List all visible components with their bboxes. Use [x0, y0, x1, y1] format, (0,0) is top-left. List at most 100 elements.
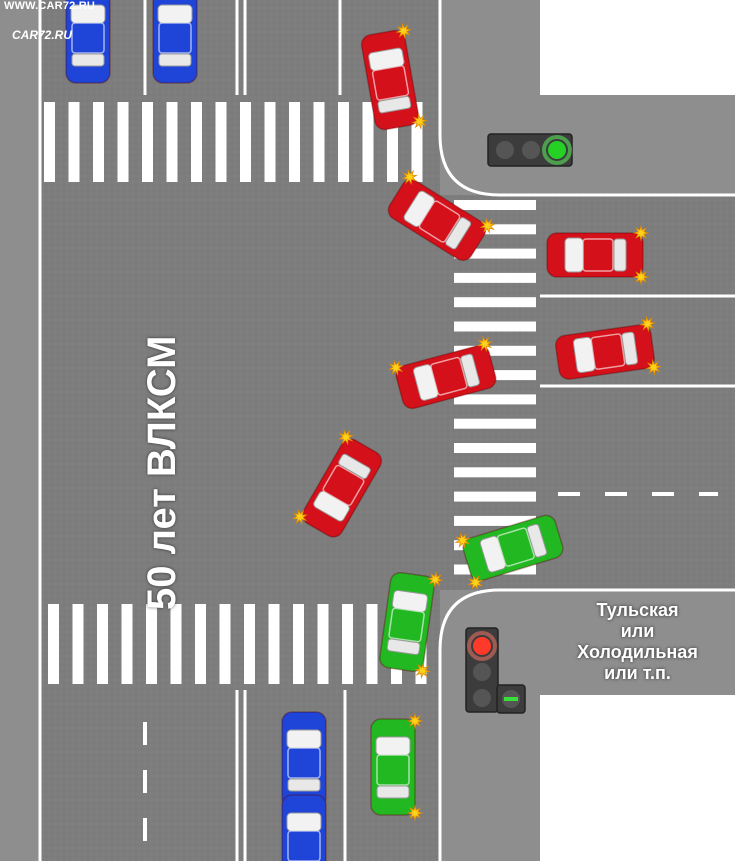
crosswalk-stripe — [48, 604, 59, 684]
car-roof — [418, 200, 461, 243]
crosswalk-stripe — [454, 443, 536, 453]
turn-signal-icon — [638, 315, 656, 333]
red-car — [387, 168, 496, 262]
traffic-light-top — [487, 133, 573, 167]
car-rear-window — [377, 95, 412, 114]
crosswalk-stripe — [146, 604, 157, 684]
curb-bottom-right — [438, 588, 735, 861]
crosswalk-stripe — [454, 418, 536, 429]
car-rear-window — [158, 53, 192, 67]
red-car — [546, 224, 650, 286]
crosswalk-stripe — [97, 604, 108, 684]
car-roof — [287, 830, 321, 861]
building-bottom-right — [540, 695, 735, 861]
car-roof — [590, 333, 626, 370]
car-rear-window — [460, 353, 480, 388]
car-rear-window — [445, 217, 472, 250]
turn-signal-icon — [467, 574, 484, 591]
turn-signal-icon — [454, 532, 471, 549]
side-street-line: Холодильная — [577, 642, 698, 662]
crosswalk-stripe — [454, 515, 536, 526]
side-street-label: Тульская или Холодильная или т.п. — [540, 600, 735, 684]
red-car — [360, 22, 429, 131]
turn-signal-icon — [413, 662, 431, 680]
blue-car — [152, 0, 198, 84]
car-windshield — [564, 237, 584, 273]
car-windshield — [375, 736, 411, 756]
crosswalk-stripe — [72, 604, 84, 684]
car-roof — [430, 356, 468, 396]
light-green — [548, 141, 566, 159]
turn-signal-icon — [291, 508, 309, 525]
crosswalk-top — [44, 102, 423, 182]
turn-signal-icon — [476, 335, 494, 353]
crosswalk-stripe — [362, 102, 374, 182]
turn-signal-icon — [426, 571, 444, 589]
car-roof — [371, 65, 410, 101]
crosswalk-stripe — [264, 102, 276, 182]
crosswalk-stripe — [454, 272, 536, 283]
crosswalk-stripe — [313, 102, 325, 182]
crosswalk-stripe — [289, 102, 300, 182]
car-roof — [322, 464, 365, 507]
crosswalk-stripe — [454, 467, 536, 478]
car-rear-window — [386, 638, 421, 656]
crosswalk-stripe — [240, 102, 251, 182]
crosswalk-stripe — [142, 102, 153, 182]
red-car — [387, 335, 497, 410]
crosswalk-stripe — [121, 604, 133, 684]
crosswalk-stripe — [244, 604, 255, 684]
car-rear-window — [338, 453, 371, 479]
green-car — [370, 712, 424, 822]
crosswalk-stripe — [117, 102, 129, 182]
crosswalk-stripe — [342, 604, 353, 684]
crosswalk-stripe — [68, 102, 80, 182]
car-rear-window — [613, 238, 627, 272]
crosswalk-stripe — [411, 102, 423, 182]
blue-car — [281, 711, 327, 809]
crosswalk-stripe — [166, 102, 178, 182]
turn-signal-icon — [645, 358, 663, 376]
turn-signal-icon — [406, 712, 424, 730]
car-rear-window — [287, 778, 321, 792]
crosswalk-stripe — [44, 102, 55, 182]
car-rear-window — [71, 53, 105, 67]
crosswalk-stripe — [387, 102, 398, 182]
site-watermark: WWW.CAR72.RU — [4, 0, 96, 12]
turn-signal-icon — [479, 217, 496, 234]
car-roof — [376, 754, 410, 786]
light-off — [473, 689, 491, 707]
cars-layer — [65, 0, 663, 861]
traffic-light-bottom — [465, 627, 526, 714]
side-street-line: или т.п. — [604, 663, 671, 683]
red-car — [554, 315, 663, 380]
light-off — [522, 141, 540, 159]
car-rear-window — [621, 331, 639, 366]
blue-car — [65, 0, 111, 84]
car-rear-window — [526, 523, 548, 558]
car-roof — [496, 527, 535, 567]
crosswalk-stripe — [366, 604, 378, 684]
side-street-line: Тульская — [596, 600, 679, 620]
logo-watermark: CAR72.RU — [12, 28, 73, 42]
crosswalk-stripe — [338, 102, 349, 182]
turn-signal-icon — [632, 268, 650, 286]
crosswalk-stripe — [454, 394, 536, 405]
crosswalk-stripe — [454, 224, 536, 235]
light-off — [496, 141, 514, 159]
curb-top-right — [438, 0, 735, 197]
crosswalk-stripe — [268, 604, 280, 684]
car-rear-window — [376, 785, 410, 799]
green-car — [454, 514, 564, 591]
car-roof — [388, 607, 425, 643]
crosswalk-stripe — [317, 604, 329, 684]
crosswalk-stripe — [195, 604, 206, 684]
turn-signal-icon — [411, 113, 429, 130]
crosswalk-stripe — [454, 297, 536, 308]
car-roof — [71, 22, 105, 54]
car-windshield — [157, 4, 193, 24]
green-arrow-icon — [504, 697, 518, 701]
car-windshield — [286, 729, 322, 749]
turn-signal-icon — [387, 359, 405, 376]
crosswalk-stripe — [454, 248, 536, 259]
